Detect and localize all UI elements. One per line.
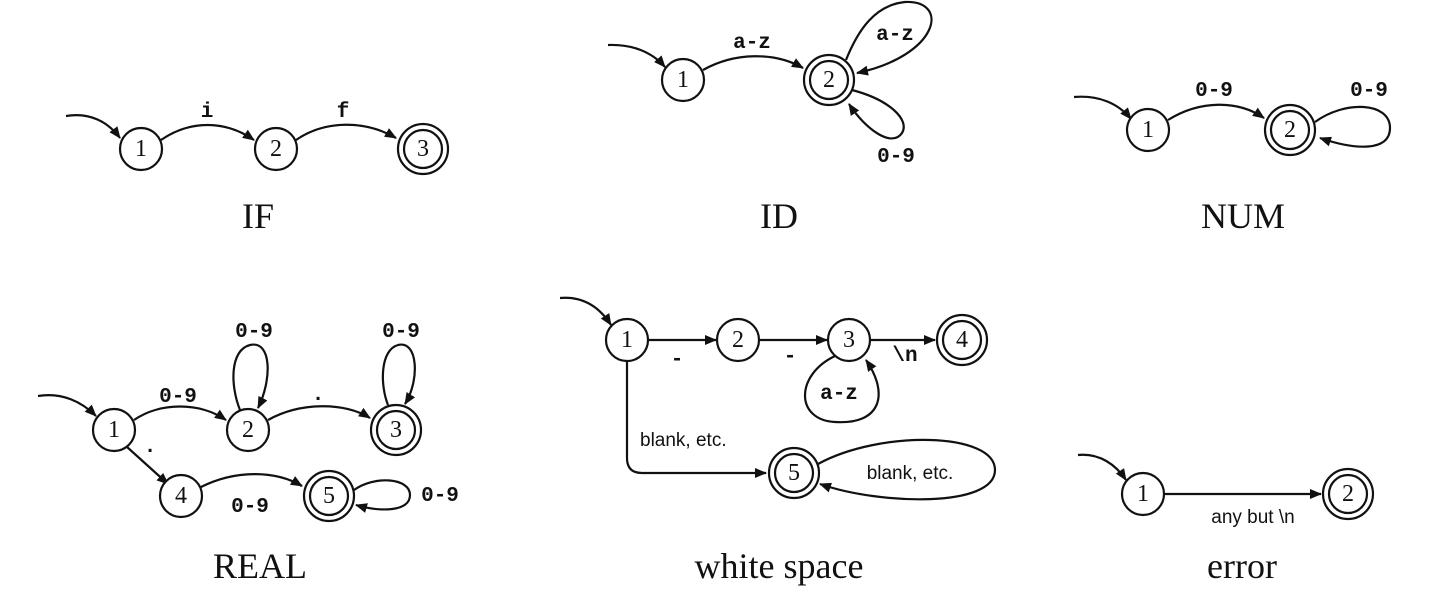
state-label: 4 [175,483,187,509]
state-label: 2 [823,67,835,93]
automaton-error: 1 any but \n 2 error [1077,453,1375,586]
edge-2-3 [295,123,397,141]
state-label: 1 [621,327,633,353]
state-4-accept [935,313,989,367]
automaton-title: ID [760,196,798,236]
state-label: 2 [242,417,254,443]
state-2 [225,407,271,453]
accept-ring [308,475,350,517]
state-label: 3 [843,327,855,353]
start-arrow [1073,95,1132,120]
state-label: 4 [956,327,968,353]
state-label: 2 [1342,481,1354,507]
edge-label-blank-loop: blank, etc. [867,463,954,484]
state-label: 2 [270,136,282,162]
state-2-accept [1263,103,1317,157]
edge-label-dot: . [144,436,157,459]
accept-ring [1327,473,1369,515]
automaton-num: 1 0-9 2 0-9 NUM [1073,80,1392,236]
automaton-white-space: 1 - 2 - 3 a-z \n 4 blank, etc. 5 blank, … [559,296,997,586]
edge-label-newline: \n [892,345,917,368]
edge-label-09: 0-9 [231,496,269,519]
automaton-id: 1 a-z 2 a-z 0-9 ID [607,0,933,236]
state-label: 2 [732,327,744,353]
edge-label-09-loop: 0-9 [1350,80,1388,103]
automaton-real: 1 0-9 2 0-9 . 3 0-9 . 4 0-9 5 0-9 REAL [37,321,459,586]
state-label: 5 [323,483,335,509]
edge-label-09-loop: 0-9 [421,485,459,508]
automaton-title: white space [695,546,864,586]
accept-ring [375,409,417,451]
state-label: 1 [1137,481,1149,507]
state-label: 2 [1284,117,1296,143]
edge-5-loop-09 [353,479,412,513]
edge-label-dash: - [784,346,797,369]
edge-label-az: a-z [733,32,771,55]
state-label: 3 [417,136,429,162]
edge-2-loop-09 [232,343,269,411]
accept-ring [773,452,815,494]
state-label: 1 [1142,117,1154,143]
start-arrow [65,114,121,139]
edge-label-i: i [201,101,214,124]
state-2-accept [802,53,856,107]
state-5-accept [302,469,356,523]
accept-ring [808,59,850,101]
edge-label-f: f [337,101,350,124]
edge-2-loop-09 [1314,105,1392,148]
edge-4-5 [200,473,303,488]
edge-label-az-loop: a-z [876,24,914,47]
start-arrow [1077,453,1127,481]
state-label: 1 [135,136,147,162]
edge-1-2 [160,124,255,141]
accept-ring [1269,109,1311,151]
automaton-title: IF [242,196,274,236]
state-4 [158,473,204,519]
state-label: 3 [390,417,402,443]
edge-label-09: 0-9 [1195,80,1233,103]
automaton-if: 1 i 2 f 3 IF [65,101,450,236]
start-arrow [37,394,97,417]
state-label: 1 [677,67,689,93]
state-3-accept [369,403,423,457]
edge-5-loop-blank [817,438,997,501]
edge-label-09-loop: 0-9 [877,146,915,169]
edge-label-blank: blank, etc. [640,430,727,451]
state-2-accept [1321,467,1375,521]
edge-label-09-loop: 0-9 [235,321,273,344]
edge-1-2 [702,55,804,71]
start-arrow [607,43,666,68]
state-3-accept [396,122,450,176]
accept-ring [941,319,983,361]
edge-1-4 [126,446,169,485]
automaton-title: error [1207,546,1277,586]
state-1 [660,57,706,103]
edge-label-any-but-newline: any but \n [1211,507,1294,528]
automaton-title: REAL [213,546,307,586]
state-1 [118,126,164,172]
state-5-accept [767,446,821,500]
edge-label-09: 0-9 [159,386,197,409]
edge-3-loop-az [803,355,880,424]
edge-1-2 [1167,103,1265,121]
edge-2-3 [267,405,371,421]
edge-3-loop-09 [381,343,416,406]
edge-label-az-loop: a-z [820,383,858,406]
state-1 [1125,107,1171,153]
automaton-title: NUM [1201,196,1285,236]
state-label: 1 [108,417,120,443]
edge-label-dot: . [312,384,325,407]
edge-2-loop-09 [848,88,905,140]
edge-label-dash: - [671,349,684,372]
edge-1-2 [133,405,227,421]
state-2 [253,126,299,172]
accept-ring [402,128,444,170]
state-1 [91,407,137,453]
edge-1-5 [625,361,767,478]
edge-label-09-loop: 0-9 [382,321,420,344]
edge-2-loop-az [844,0,933,76]
state-label: 5 [788,460,800,486]
start-arrow [559,296,612,326]
